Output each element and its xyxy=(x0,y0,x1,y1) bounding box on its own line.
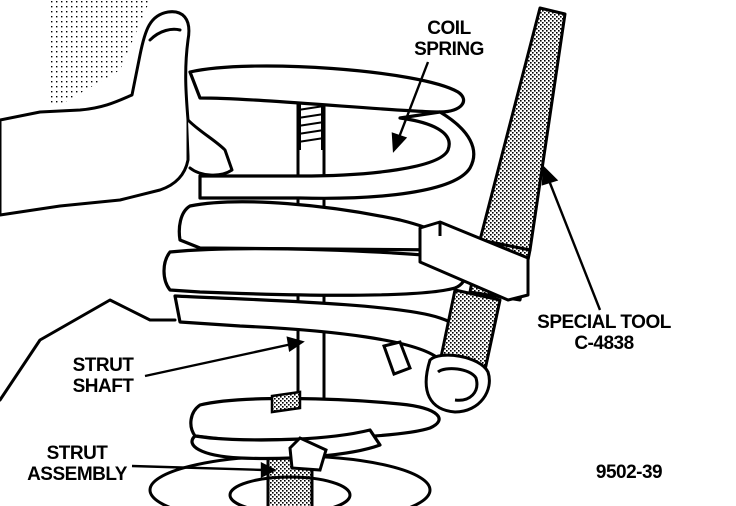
coil-spring xyxy=(162,64,476,461)
label-special-tool: SPECIAL TOOL C-4838 xyxy=(524,312,684,354)
label-strut-assembly-line1: STRUT xyxy=(46,443,108,464)
leader-lines xyxy=(131,61,602,478)
strut-bracket xyxy=(288,436,328,472)
label-special-tool-line2: C-4838 xyxy=(574,333,634,354)
label-strut-shaft-line2: SHAFT xyxy=(72,376,134,397)
label-coil-spring-line1: COIL xyxy=(427,18,471,39)
retainer-clip xyxy=(382,340,412,376)
figure-number: 9502-39 xyxy=(595,462,663,483)
label-strut-shaft-line1: STRUT xyxy=(72,355,134,376)
label-coil-spring-line2: SPRING xyxy=(414,39,484,60)
background-wall xyxy=(48,0,150,105)
special-tool-clamp xyxy=(418,220,530,414)
label-strut-shaft: STRUT SHAFT xyxy=(58,355,148,397)
strut-seat xyxy=(270,390,302,414)
label-strut-assembly: STRUT ASSEMBLY xyxy=(18,443,136,485)
hand xyxy=(0,10,234,402)
label-strut-assembly-line2: ASSEMBLY xyxy=(27,464,127,485)
label-coil-spring: COIL SPRING xyxy=(404,18,494,60)
label-special-tool-line1: SPECIAL TOOL xyxy=(537,312,671,333)
